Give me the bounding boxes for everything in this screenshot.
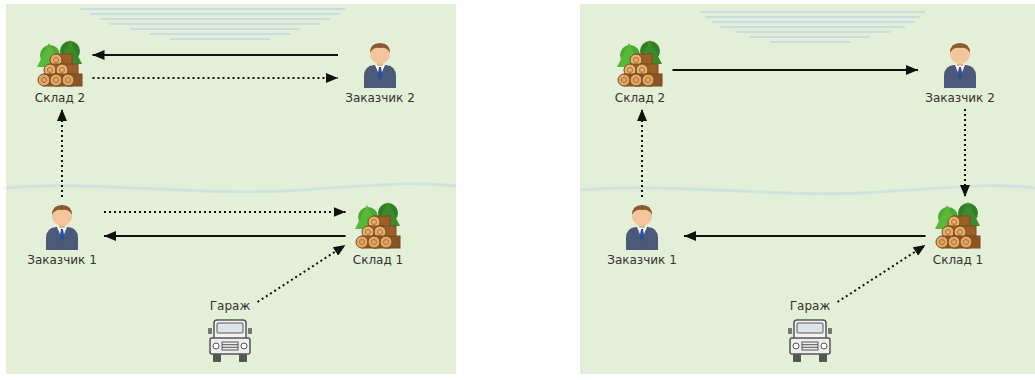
point-label: Склад 2 [31,90,90,106]
point-label: Заказчик 1 [23,252,101,268]
customer-point: Заказчик 2 [921,38,999,106]
customer-point: Заказчик 1 [603,200,681,268]
customer-point: Заказчик 1 [23,200,101,268]
warehouse-point: Склад 2 [31,38,90,106]
river [580,186,1035,194]
empty-run-route [93,77,339,79]
customer-icon [46,205,78,250]
empty-run-route [641,109,643,197]
warehouse-point: Склад 2 [611,38,670,106]
warehouse-icon [355,202,400,248]
point-label: Заказчик 2 [341,90,419,106]
point-label: Склад 2 [611,90,670,106]
warehouse-icon [935,202,980,248]
delivery-route [104,235,346,237]
point-label: Гараж [786,298,835,314]
truck-icon [208,320,252,362]
delivery-route [93,54,339,56]
point-label: Заказчик 1 [603,252,681,268]
map-panel [580,4,1035,374]
warehouse-point: Склад 1 [349,200,408,268]
water-area [80,9,925,42]
customer-icon [364,43,396,88]
customer-icon [944,43,976,88]
empty-run-route [104,211,346,213]
warehouse-icon [617,40,662,86]
empty-run-route [964,109,966,197]
warehouse-point: Склад 1 [929,200,988,268]
customer-icon [626,205,658,250]
empty-run-route [61,109,63,197]
delivery-route [684,235,926,237]
empty-run-route [838,245,926,302]
garage-point: Гараж [786,298,835,366]
river [6,184,456,192]
garage-point: Гараж [206,298,255,366]
point-label: Гараж [206,298,255,314]
point-label: Заказчик 2 [921,90,999,106]
delivery-route [673,69,919,71]
map-panel [6,4,456,374]
warehouse-icon [37,40,82,86]
customer-point: Заказчик 2 [341,38,419,106]
point-label: Склад 1 [929,252,988,268]
truck-icon [788,320,832,362]
empty-run-route [258,245,346,302]
point-label: Склад 1 [349,252,408,268]
